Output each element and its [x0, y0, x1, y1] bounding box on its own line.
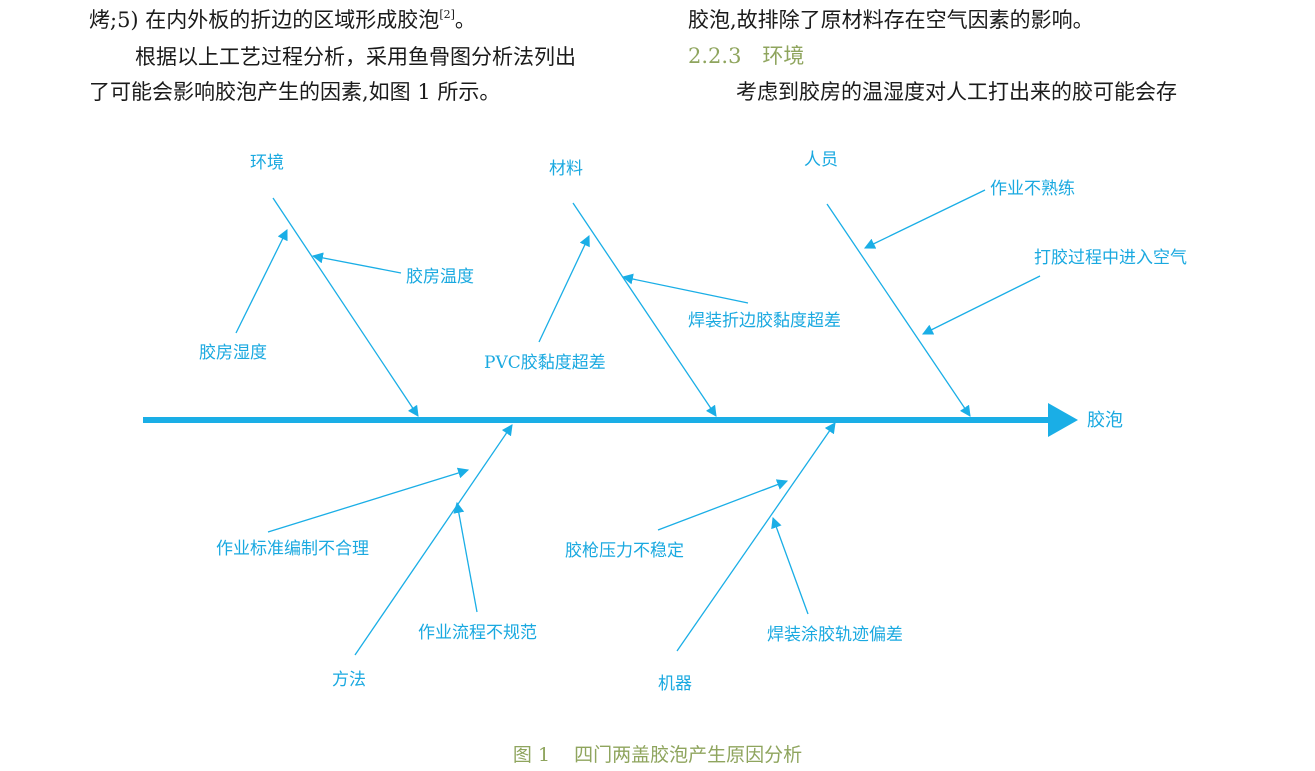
category-method-label: 方法 — [332, 670, 366, 690]
category-material-label: 材料 — [549, 159, 583, 179]
cause-ppl-skill: 作业不熟练 — [990, 178, 1075, 199]
arrow-env-humidity — [235, 229, 288, 334]
arrow-env-temp — [311, 252, 402, 274]
bone-material — [572, 202, 717, 417]
left-line-1-text: 烤;5) 在内外板的折边的区域形成胶泡 — [89, 8, 440, 32]
cause-machine-track: 焊装涂胶轨迹偏差 — [767, 625, 903, 645]
cause-env-humidity: 胶房湿度 — [199, 343, 267, 363]
cause-ppl-air: 打胶过程中进入空气 — [1034, 248, 1187, 268]
left-column-line-2: 根据以上工艺过程分析，采用鱼骨图分析法列出 — [135, 45, 576, 69]
figure-caption-title: 四门两盖胶泡产生原因分析 — [574, 744, 803, 766]
arrow-ppl-skill — [864, 189, 986, 249]
cause-mat-weld: 焊装折边胶黏度超差 — [688, 311, 841, 331]
bone-people — [826, 203, 971, 417]
bone-method — [354, 424, 513, 656]
figure-caption-number: 图 1 — [512, 744, 551, 766]
cause-mat-pvc: PVC胶黏度超差 — [484, 353, 606, 373]
arrow-mat-pvc — [538, 235, 590, 343]
bone-env — [272, 197, 419, 417]
arrow-method-process — [453, 501, 478, 613]
left-column-line-1: 烤;5) 在内外板的折边的区域形成胶泡[2]。 — [89, 4, 476, 34]
category-env-label: 环境 — [250, 153, 284, 173]
left-line-1-end: 。 — [454, 8, 476, 32]
cause-env-temp: 胶房温度 — [406, 267, 474, 287]
section-subheading: 2.2.3 环境 — [688, 44, 805, 68]
left-column-line-3: 了可能会影响胶泡产生的因素,如图 1 所示。 — [89, 80, 501, 104]
category-people-label: 人员 — [804, 150, 838, 170]
cause-method-standard: 作业标准编制不合理 — [216, 539, 369, 559]
spine-arrowhead — [1048, 403, 1078, 437]
arrow-ppl-air — [922, 275, 1041, 335]
right-column-line-3: 考虑到胶房的温湿度对人工打出来的胶可能会存 — [736, 80, 1177, 104]
arrow-machine-track — [771, 516, 809, 615]
bone-machine — [676, 422, 836, 652]
reference-marker: [2] — [439, 8, 455, 21]
cause-method-process: 作业流程不规范 — [418, 623, 537, 643]
category-machine-label: 机器 — [658, 674, 692, 694]
cause-machine-pressure: 胶枪压力不稳定 — [565, 541, 684, 561]
arrow-method-standard — [267, 467, 470, 533]
arrow-mat-weld — [621, 273, 749, 304]
arrow-machine-pressure — [657, 479, 789, 531]
right-column-line-1: 胶泡,故排除了原材料存在空气因素的影响。 — [688, 8, 1094, 32]
effect-label: 胶泡 — [1087, 410, 1123, 431]
figure-caption: 图 1 四门两盖胶泡产生原因分析 — [0, 740, 1315, 767]
